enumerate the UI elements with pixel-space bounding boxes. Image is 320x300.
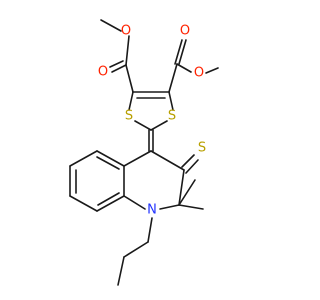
sulfur-atom-label: S — [125, 109, 133, 124]
bond — [128, 91, 134, 111]
oxygen-atom-label: O — [98, 65, 108, 80]
oxygen-atom-label: O — [180, 24, 190, 39]
bond — [69, 150, 98, 167]
bond — [159, 204, 180, 210]
bond — [96, 156, 120, 170]
bond — [100, 19, 122, 32]
bond — [96, 195, 125, 212]
bond — [150, 120, 168, 131]
bond — [147, 217, 153, 243]
oxygen-atom-label: O — [121, 24, 131, 39]
molecule-structure-diagram: O O O O S S S N — [69, 19, 219, 286]
bond — [176, 63, 192, 73]
bond — [123, 150, 152, 167]
bond — [181, 154, 195, 168]
bond — [174, 39, 183, 65]
bond — [117, 256, 125, 286]
bond — [178, 179, 196, 206]
bond — [125, 35, 130, 66]
sulfur-atom-label: S — [198, 141, 206, 156]
bond — [123, 195, 146, 210]
bond — [185, 159, 199, 174]
bond — [178, 169, 185, 206]
bond — [69, 195, 98, 212]
bond — [125, 64, 134, 93]
bond — [97, 192, 120, 206]
bond — [96, 150, 125, 167]
oxygen-atom-label: O — [194, 66, 204, 81]
bonds — [69, 19, 219, 286]
bond — [205, 67, 219, 74]
nitrogen-atom-label: N — [147, 203, 157, 218]
bond — [168, 91, 174, 111]
atom-labels: O O O O S S S N — [98, 24, 206, 218]
bond — [150, 150, 185, 171]
bond — [134, 120, 152, 131]
sulfur-atom-label: S — [168, 109, 176, 124]
bond — [123, 241, 149, 258]
bond — [111, 64, 127, 73]
bond — [168, 63, 178, 93]
bond — [178, 204, 204, 210]
bond — [178, 39, 187, 65]
bond — [109, 60, 124, 68]
